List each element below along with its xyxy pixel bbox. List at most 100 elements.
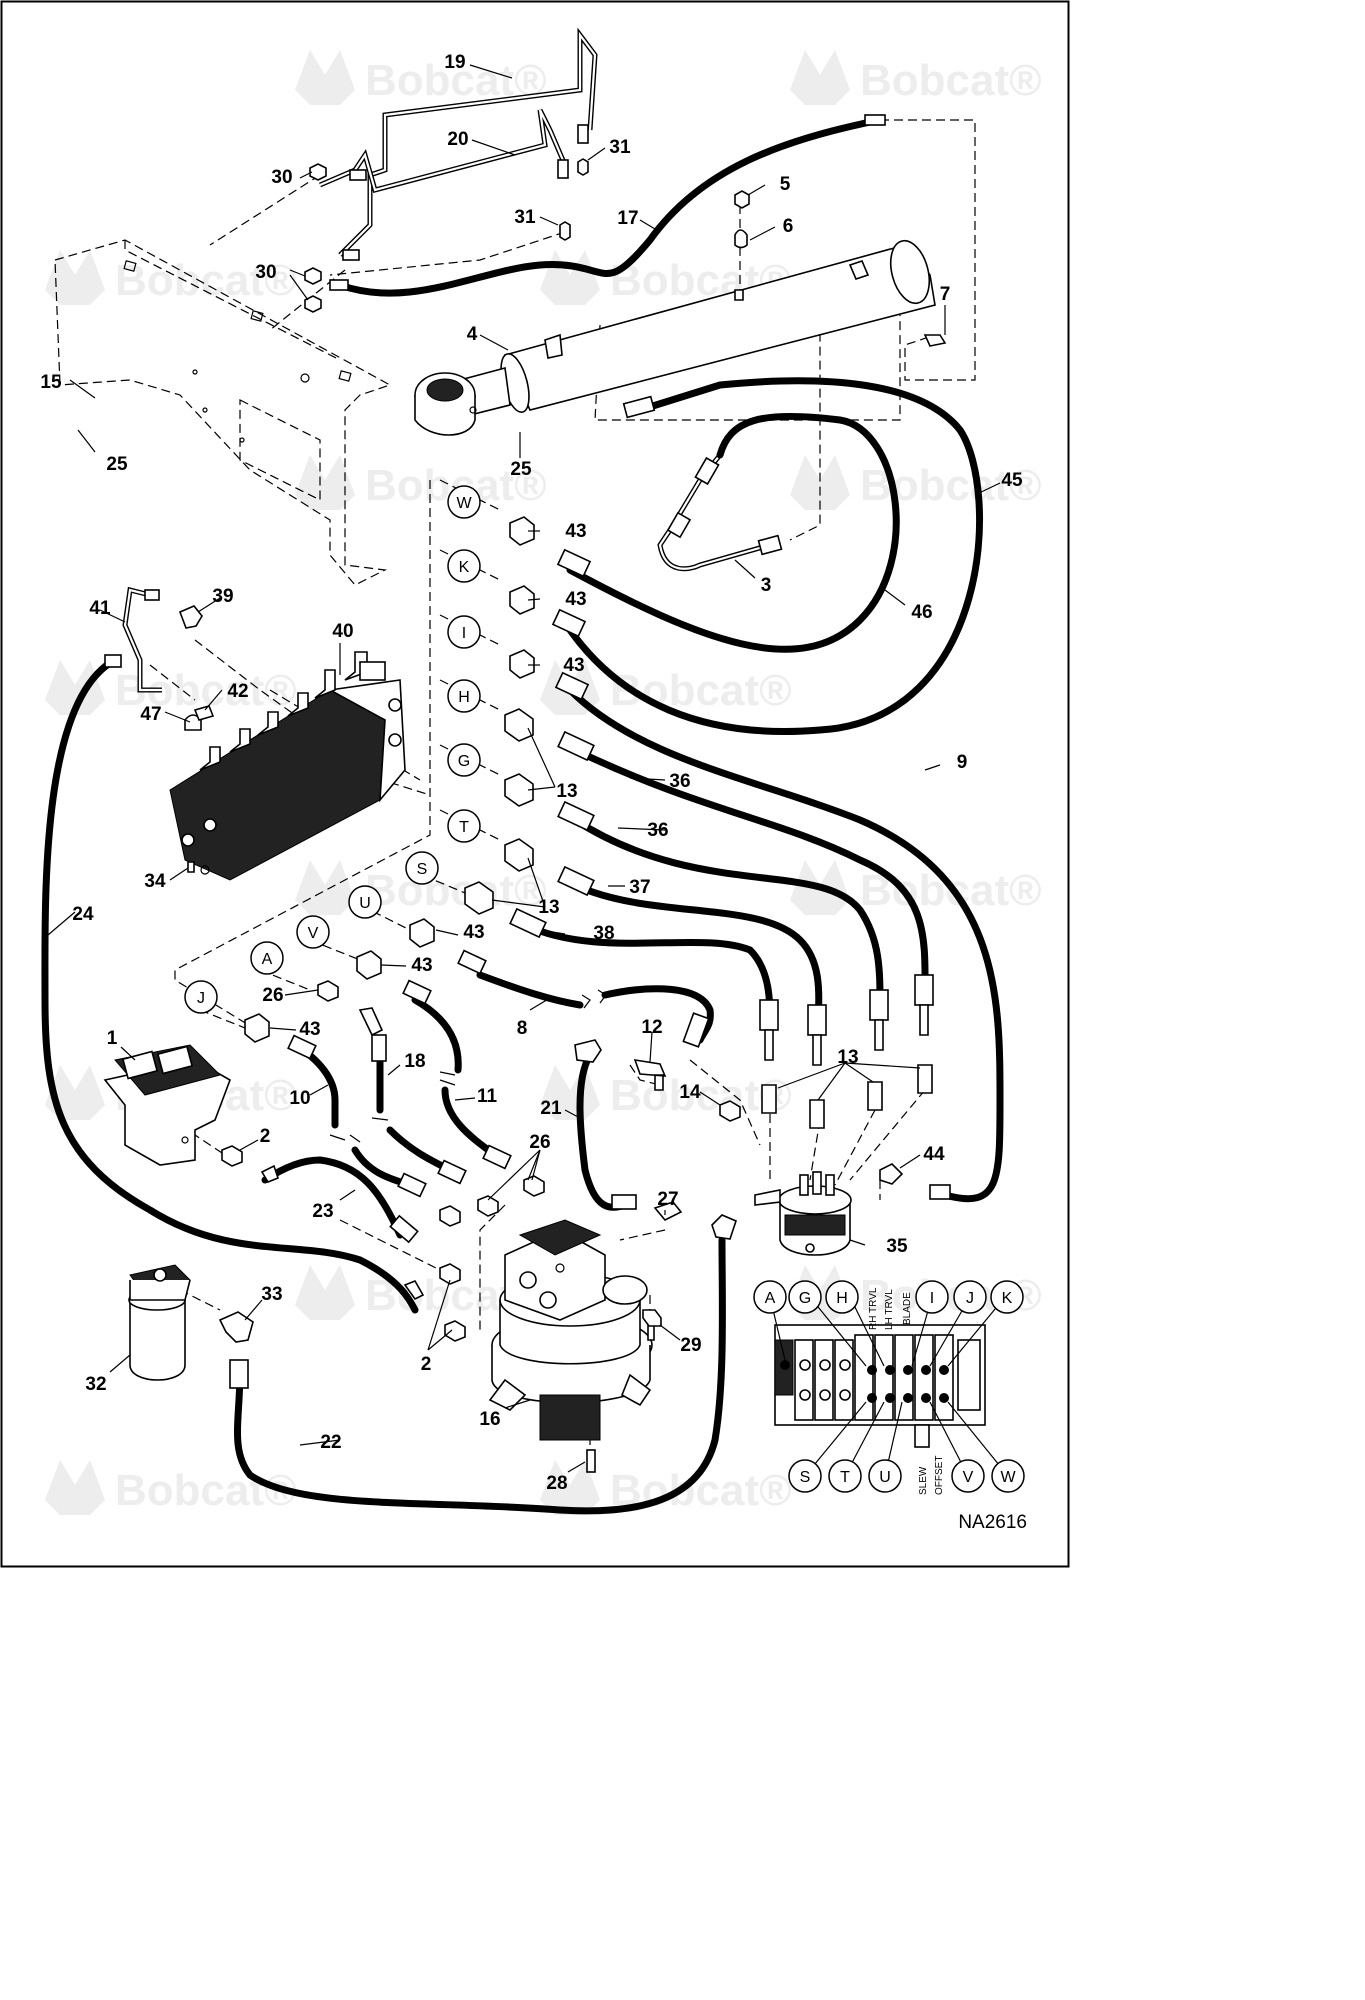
port-marker-w: W <box>447 485 481 519</box>
legend-port-k: K <box>990 1280 1024 1314</box>
tee-fitting-39 <box>178 605 203 629</box>
fitting-44 <box>879 1163 904 1185</box>
port-letter-markers: W K I H G T S U V A J <box>184 485 481 1014</box>
legend-port-a: A <box>753 1280 787 1314</box>
callout-32: 32 <box>85 1374 106 1395</box>
callout-2: 2 <box>421 1354 432 1375</box>
port-marker-v: V <box>296 915 330 949</box>
port-marker-a: A <box>250 941 284 975</box>
svg-text:K: K <box>1002 1290 1013 1307</box>
legend-port-v: V <box>951 1459 985 1493</box>
callout-40: 40 <box>332 621 353 642</box>
hose-end-fitting <box>929 1184 951 1200</box>
swivel-joint-35 <box>754 1171 852 1256</box>
fittings-13 <box>464 708 933 1129</box>
plug-47 <box>184 714 202 731</box>
legend-port-s: S <box>788 1459 822 1493</box>
nut-fitting-30 <box>309 163 327 181</box>
valve-port-legend: A G H I J K S T U V W RH TRVL LH TRVL BL… <box>753 1280 1025 1495</box>
callout-6: 6 <box>783 216 794 237</box>
callout-33: 33 <box>261 1284 282 1305</box>
hose-elbow-fitting <box>711 1214 737 1240</box>
fitting-5 <box>734 190 750 209</box>
callout-3: 3 <box>761 575 772 596</box>
nut-fitting-30 <box>304 295 322 313</box>
hydraulic-filter-32 <box>128 1264 191 1381</box>
tube-fitting <box>342 249 360 261</box>
legend-port-w: W <box>991 1459 1025 1493</box>
callout-15: 15 <box>40 372 62 393</box>
svg-text:U: U <box>359 895 371 912</box>
steel-tube-19 <box>338 27 598 257</box>
function-label-rh-travel: RH TRVL <box>868 1287 879 1330</box>
callout-14: 14 <box>679 1082 701 1103</box>
port-marker-j: J <box>184 980 218 1014</box>
hose-end-fitting <box>329 279 349 291</box>
fittings-2 <box>439 1205 466 1342</box>
hose-37 <box>571 881 823 1024</box>
callout-25: 25 <box>510 459 532 480</box>
port-marker-s: S <box>405 851 439 885</box>
callout-31: 31 <box>514 207 536 228</box>
hose-end-crimps-lower <box>260 949 710 1244</box>
callout-26: 26 <box>529 1132 550 1153</box>
callout-21: 21 <box>540 1098 562 1119</box>
tube-fitting <box>577 124 589 144</box>
callout-17: 17 <box>617 208 638 229</box>
callout-10: 10 <box>289 1088 310 1109</box>
callout-20: 20 <box>447 129 468 150</box>
steel-tube-41 <box>122 586 162 693</box>
parts-diagram-page: Bobcat® Bobcat® Bobcat® Bobcat® Bobcat® … <box>0 0 1070 1568</box>
fitting-2 <box>221 1145 243 1167</box>
callout-39: 39 <box>212 586 233 607</box>
watermark-text: Bobcat® <box>365 866 547 915</box>
tube-fitting <box>144 589 160 601</box>
elbow-fitting-7 <box>923 334 947 347</box>
callout-38: 38 <box>593 923 614 944</box>
svg-text:W: W <box>456 495 472 512</box>
port-marker-t: T <box>447 809 481 843</box>
bobcat-logo-watermark-icon <box>45 1460 105 1515</box>
pin-28 <box>586 1449 596 1473</box>
port-marker-i: I <box>447 615 481 649</box>
hydraulic-cylinder-4 <box>414 239 936 436</box>
fittings-43 <box>244 516 535 1043</box>
svg-text:S: S <box>800 1469 811 1486</box>
callout-44: 44 <box>923 1144 945 1165</box>
hose-elbow-fitting <box>574 1039 602 1063</box>
svg-text:I: I <box>462 625 466 642</box>
callout-25: 25 <box>106 454 128 475</box>
callout-43: 43 <box>299 1019 320 1040</box>
callout-16: 16 <box>479 1409 500 1430</box>
hose-17 <box>336 116 884 297</box>
swing-motor-16 <box>488 1219 653 1441</box>
port-marker-h: H <box>447 679 481 713</box>
control-valve-40 <box>169 651 406 881</box>
callout-42: 42 <box>227 681 248 702</box>
callout-2: 2 <box>260 1126 271 1147</box>
watermark-text: Bobcat® <box>860 56 1042 105</box>
hose-end-fitting <box>403 1279 425 1301</box>
callout-26: 26 <box>262 985 283 1006</box>
bobcat-logo-watermark-icon <box>45 660 105 715</box>
legend-port-i: I <box>915 1280 949 1314</box>
hose-23 <box>261 1156 404 1239</box>
bobcat-logo-watermark-icon <box>540 1460 600 1515</box>
break-symbol <box>581 989 607 1009</box>
svg-text:A: A <box>765 1290 776 1307</box>
callout-47: 47 <box>140 704 161 725</box>
bobcat-logo-watermark-icon <box>45 250 105 305</box>
callout-35: 35 <box>886 1236 908 1257</box>
svg-text:J: J <box>197 990 205 1007</box>
drawing-code: NA2616 <box>958 1512 1027 1533</box>
hydraulic-parts-diagram: Bobcat® Bobcat® Bobcat® Bobcat® Bobcat® … <box>0 0 1070 1568</box>
svg-text:A: A <box>262 951 273 968</box>
fitting-42 <box>193 705 215 721</box>
callout-36: 36 <box>647 820 668 841</box>
watermark-text: Bobcat® <box>610 666 792 715</box>
steel-tube-20 <box>319 108 568 194</box>
callout-41: 41 <box>89 598 111 619</box>
callout-43: 43 <box>463 922 484 943</box>
svg-text:S: S <box>417 861 428 878</box>
svg-text:U: U <box>879 1469 891 1486</box>
